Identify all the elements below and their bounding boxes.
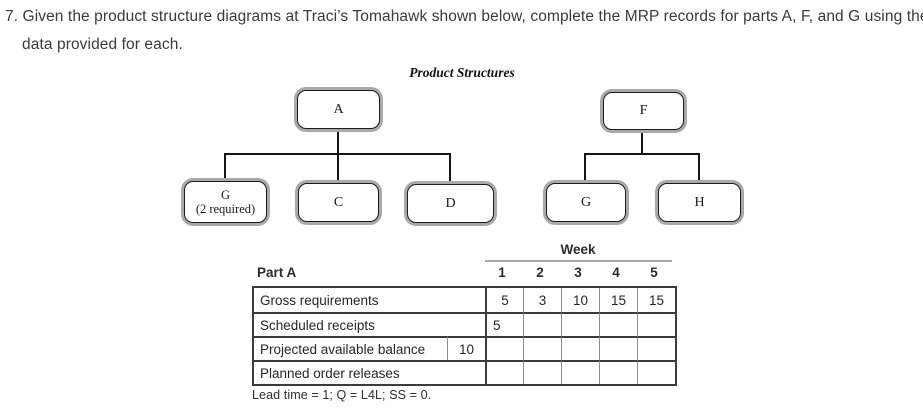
row-label-projected-available-balance: Projected available balance <box>254 336 447 360</box>
gross-requirements-week4: 15 <box>599 288 637 312</box>
connector-f-to-h <box>698 153 700 184</box>
scheduled-receipts-week4 <box>599 312 637 336</box>
week-column-4: 4 <box>612 265 620 280</box>
product-node-g-under-f: G <box>546 183 626 222</box>
connector-a-to-c <box>337 153 339 184</box>
week-column-1: 1 <box>498 265 506 280</box>
planned-order-releases-week2 <box>523 360 561 384</box>
projected-available-balance-week1 <box>485 336 523 360</box>
problem-statement-line-1: 7. Given the product structure diagrams … <box>5 8 923 25</box>
projected-available-balance-week4 <box>599 336 637 360</box>
projected-available-balance-week3 <box>561 336 599 360</box>
node-f-label: F <box>639 103 648 118</box>
connector-a-to-g <box>224 153 226 182</box>
node-g1-label: G <box>220 188 231 202</box>
gross-requirements-week3: 10 <box>561 288 599 312</box>
connector-f-to-g <box>584 153 586 184</box>
projected-available-balance-week2 <box>523 336 561 360</box>
week-header-underline <box>485 260 672 262</box>
row-label-planned-order-releases: Planned order releases <box>254 360 485 384</box>
week-column-3: 3 <box>574 265 582 280</box>
projected-available-balance-week5 <box>637 336 675 360</box>
projected-available-balance-initial: 10 <box>447 336 485 360</box>
diagram-title: Product Structures <box>409 65 515 80</box>
mrp-grid: Gross requirements 5 3 10 15 15 Schedule… <box>252 286 677 386</box>
row-label-scheduled-receipts: Scheduled receipts <box>254 312 485 336</box>
planned-order-releases-week3 <box>561 360 599 384</box>
scheduled-receipts-week2 <box>523 312 561 336</box>
week-column-5: 5 <box>650 265 658 280</box>
node-h-label: H <box>694 194 705 210</box>
row-label-gross-requirements: Gross requirements <box>260 292 379 308</box>
node-g2-label: G <box>580 194 592 210</box>
gross-requirements-week1: 5 <box>485 288 523 312</box>
product-node-g-under-a: G (2 required) <box>184 181 267 223</box>
planned-order-releases-week1 <box>485 360 523 384</box>
mrp-record-part-a: Week Part A 1 2 3 4 5 Gross requirements… <box>252 242 677 402</box>
connector-a-stem <box>337 129 339 155</box>
product-node-f: F <box>603 92 684 130</box>
problem-statement-line-2: data provided for each. <box>22 36 183 53</box>
product-node-d: D <box>407 184 494 223</box>
gross-requirements-week5: 15 <box>637 288 675 312</box>
connector-a-to-d <box>449 153 451 185</box>
product-node-h: H <box>658 183 741 222</box>
node-d-label: D <box>445 195 456 211</box>
product-node-c: C <box>298 183 379 222</box>
lead-time-footnote: Lead time = 1; Q = L4L; SS = 0. <box>252 388 432 402</box>
scheduled-receipts-week5 <box>637 312 675 336</box>
planned-order-releases-week5 <box>637 360 675 384</box>
scheduled-receipts-week3 <box>561 312 599 336</box>
planned-order-releases-week4 <box>599 360 637 384</box>
week-column-2: 2 <box>536 265 544 280</box>
week-header: Week <box>560 242 596 257</box>
connector-f-stem <box>641 129 643 155</box>
scheduled-receipts-week1: 5 <box>485 312 523 336</box>
product-node-a: A <box>297 90 380 129</box>
connector-f-crossbar <box>584 153 700 155</box>
gross-requirements-week2: 3 <box>523 288 561 312</box>
node-g1-note: (2 required) <box>195 202 256 216</box>
node-c-label: C <box>333 194 344 210</box>
node-a-label: A <box>333 101 344 117</box>
part-a-label: Part A <box>257 265 297 280</box>
